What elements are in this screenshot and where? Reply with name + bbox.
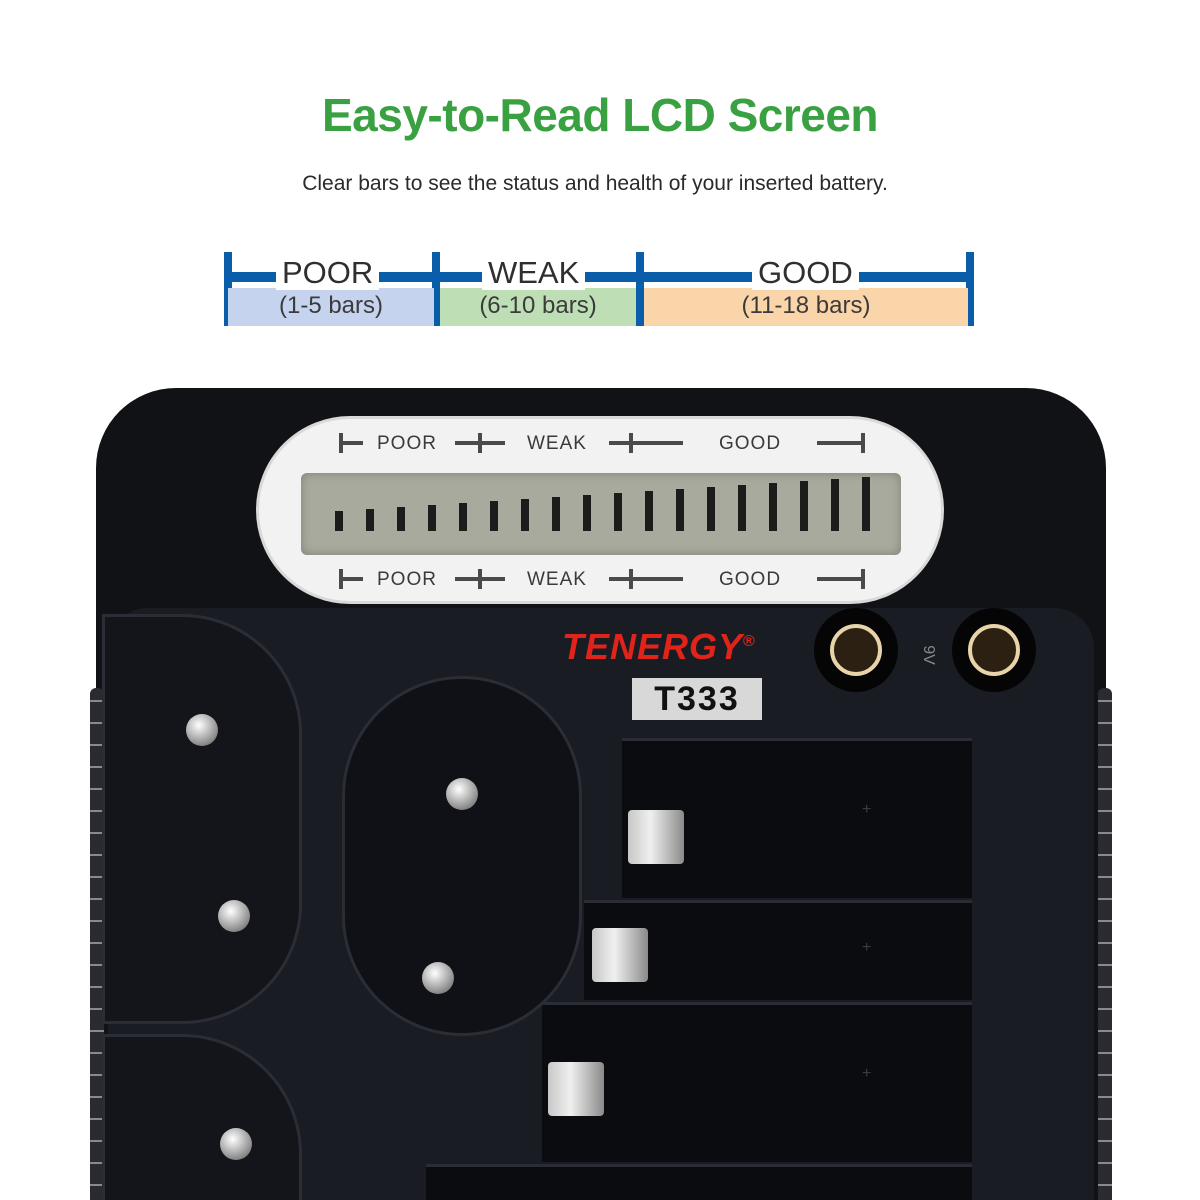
lcd-scale-bottom: POOR WEAK GOOD [339, 569, 869, 590]
legend-segment-good: (11-18 bars) [644, 288, 968, 326]
button-cell-bay[interactable] [102, 614, 302, 1024]
scale-divider-mark [629, 433, 633, 453]
contact-stud [220, 1128, 252, 1160]
legend-tick-end [966, 252, 974, 326]
socket-contact [830, 624, 882, 676]
legend-segment-weak: (6-10 bars) [440, 288, 636, 326]
lcd-label-poor: POOR [377, 433, 437, 454]
legend-range-poor: (1-5 bars) [278, 292, 384, 319]
battery-clip [628, 810, 684, 864]
lcd-bar [738, 485, 746, 531]
page-title: Easy-to-Read LCD Screen [322, 89, 879, 141]
scale-divider-mark [478, 569, 482, 589]
lcd-label-weak: WEAK [527, 569, 587, 590]
battery-clip [548, 1062, 604, 1116]
lcd-bar [552, 497, 560, 531]
lcd-bar [397, 507, 405, 531]
legend-tick-poor-weak [432, 252, 440, 326]
scale-start-mark [339, 441, 363, 445]
model-label: T333 [632, 678, 762, 720]
scale-divider-mark [478, 433, 482, 453]
contact-stud [186, 714, 218, 746]
battery-bay-c[interactable]: + [584, 900, 972, 1000]
contact-stud [218, 900, 250, 932]
legend-tick-weak-good [636, 252, 644, 326]
lcd-bar [645, 491, 653, 531]
lcd-bar [428, 505, 436, 531]
scale-divider-mark [609, 441, 683, 445]
lcd-bar [676, 489, 684, 531]
contact-stud [422, 962, 454, 994]
brand-name: TENERGY [562, 626, 744, 667]
lcd-bar [459, 503, 467, 531]
polarity-mark: + [862, 1065, 872, 1082]
lcd-bar [800, 481, 808, 531]
contact-stud [446, 778, 478, 810]
battery-bay-lower[interactable] [426, 1164, 972, 1200]
battery-tester-device: POOR WEAK GOOD [90, 388, 1112, 1200]
lcd-bar [366, 509, 374, 531]
legend-bracket-line [228, 272, 972, 282]
brand-logo: TENERGY® [562, 626, 756, 668]
9v-label: 9V [919, 645, 937, 665]
lcd-label-good: GOOD [719, 433, 782, 454]
lcd-bar [862, 477, 870, 531]
9v-socket-negative[interactable] [814, 608, 898, 692]
lcd-bezel: POOR WEAK GOOD [256, 416, 944, 604]
right-grip [1098, 688, 1112, 1200]
lcd-bar [521, 499, 529, 531]
lcd-bar [335, 511, 343, 531]
battery-bay-d[interactable]: + [542, 1002, 972, 1162]
lcd-bar [831, 479, 839, 531]
socket-contact [968, 624, 1020, 676]
9v-socket-positive[interactable] [952, 608, 1036, 692]
scale-divider-mark [609, 577, 683, 581]
lcd-bar [614, 493, 622, 531]
scale-start-mark [339, 577, 363, 581]
scale-divider-mark [629, 569, 633, 589]
scale-end-mark [861, 433, 865, 453]
scale-end-mark [817, 441, 865, 445]
left-grip [90, 688, 104, 1200]
lcd-bar [490, 501, 498, 531]
legend-label-weak: WEAK [482, 256, 586, 290]
scale-end-mark [861, 569, 865, 589]
lcd-label-good: GOOD [719, 569, 782, 590]
coin-cell-bay[interactable] [342, 676, 582, 1036]
legend-segment-poor: (1-5 bars) [228, 288, 434, 326]
lcd-scale-top: POOR WEAK GOOD [339, 433, 869, 454]
polarity-mark: + [862, 939, 872, 956]
polarity-mark: + [862, 801, 872, 818]
lcd-label-weak: WEAK [527, 433, 587, 454]
lcd-bar [769, 483, 777, 531]
legend-label-good: GOOD [752, 256, 859, 290]
scale-end-mark [817, 577, 865, 581]
legend-range-good: (11-18 bars) [741, 292, 871, 319]
lcd-display [301, 473, 901, 555]
battery-level-legend: (1-5 bars) (6-10 bars) (11-18 bars) POOR… [224, 252, 978, 328]
page-subtitle: Clear bars to see the status and health … [302, 172, 888, 195]
legend-label-poor: POOR [276, 256, 380, 290]
lcd-label-poor: POOR [377, 569, 437, 590]
registered-mark: ® [743, 633, 756, 650]
lcd-bar [707, 487, 715, 531]
battery-clip [592, 928, 648, 982]
lcd-bar [583, 495, 591, 531]
legend-range-weak: (6-10 bars) [479, 292, 597, 319]
